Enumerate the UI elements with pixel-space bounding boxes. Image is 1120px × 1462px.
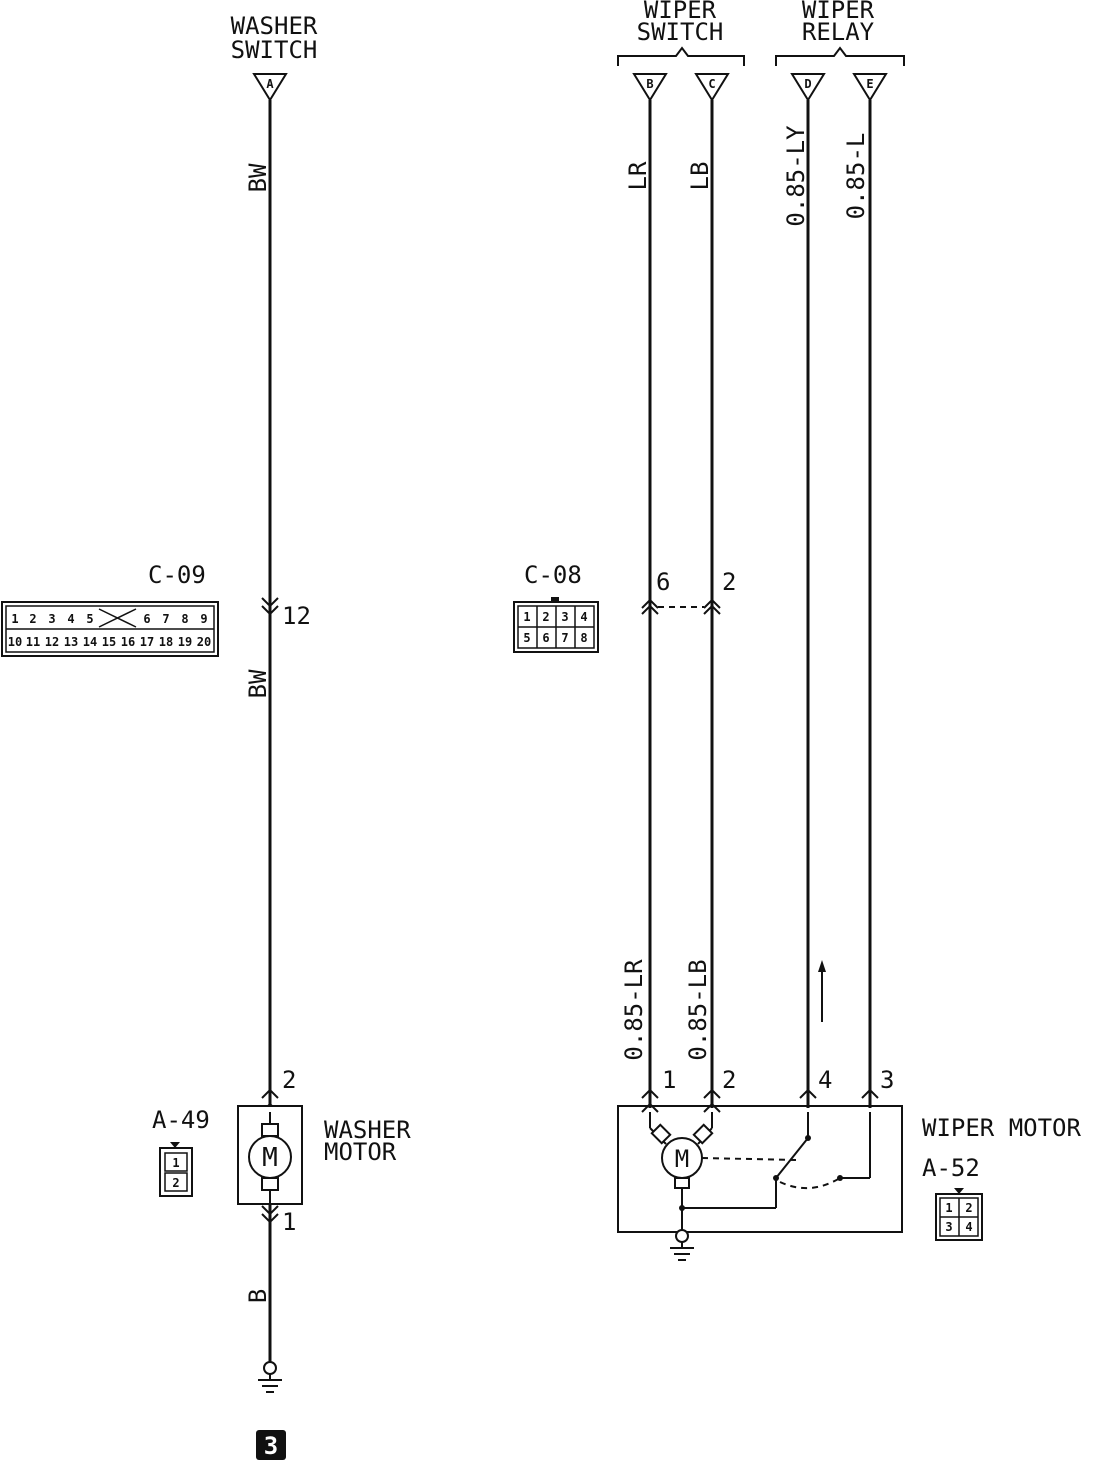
c09-pin: 13 [64,635,78,649]
washer-switch-label-1: WASHER [231,12,318,40]
c08-pin: 1 [523,610,530,624]
c09-pin: 19 [178,635,192,649]
c08-pin: 2 [542,610,549,624]
c09-pin: 3 [48,612,55,626]
c08-connector-face: 1 2 3 4 5 6 7 8 [513,597,599,653]
wiper-switch-bracket [617,46,745,66]
washer-motor-symbol: M [262,1143,278,1173]
terminal-e: E [852,73,888,102]
wire-color-b: B [244,1289,272,1303]
c09-pin: 6 [143,612,150,626]
washer-motor-label-1: WASHER [324,1116,411,1144]
c08-pin: 5 [523,631,530,645]
wiper-motor-label: WIPER MOTOR [922,1114,1081,1142]
wire-color-085-l: 0.85-L [842,133,870,220]
c09-pin: 1 [11,612,18,626]
wiper-relay-label-2: RELAY [802,18,875,46]
a49-pin-1: 1 [282,1208,296,1236]
c08-pin: 4 [580,610,587,624]
c09-connector-face: 1 2 3 4 5 6 7 8 9 10 11 12 13 14 15 16 1… [1,601,219,657]
direction-arrow-icon [818,960,826,1022]
c09-pin-12: 12 [282,602,311,630]
c09-pin: 12 [45,635,59,649]
a52-pin-1: 1 [662,1066,676,1094]
wiper-switch-label-1: WIPER [644,0,717,24]
c09-pin: 18 [159,635,173,649]
c09-pin: 14 [83,635,97,649]
a49-connector-face: 1 2 [159,1142,193,1197]
a52-pin: 3 [945,1220,952,1234]
c08-pin: 3 [561,610,568,624]
a52-label: A-52 [922,1154,980,1182]
terminal-a: A [252,73,288,102]
wire-color-085-lb: 0.85-LB [684,959,712,1060]
wiper-relay-label-1: WIPER [802,0,875,24]
a52-pin: 1 [945,1201,952,1215]
wire-color-bw-lower: BW [244,669,272,698]
c08-pin: 7 [561,631,568,645]
a52-pin-3: 3 [880,1066,894,1094]
terminal-d: D [790,73,826,102]
c08-pin-2: 2 [722,568,736,596]
a49-label: A-49 [152,1106,210,1134]
a49-pin-2: 2 [282,1066,296,1094]
wire-color-bw-upper: BW [244,163,272,192]
washer-switch-header: WASHER SWITCH [231,12,318,64]
c08-label: C-08 [524,561,582,589]
wiper-relay-bracket [775,46,905,66]
page-badge-number: 3 [264,1432,278,1460]
c09-pin: 8 [181,612,188,626]
a52-connector-face: 1 2 3 4 [935,1188,983,1241]
a49-pin: 2 [172,1176,179,1190]
wire-color-lb: LB [686,162,714,191]
c09-connector-mark [261,597,279,616]
terminal-a-letter: A [266,77,274,91]
c09-pin: 11 [26,635,40,649]
wiper-motor-symbol: M [675,1145,689,1173]
c09-pin: 20 [197,635,211,649]
ground-icon [258,1361,282,1393]
wire-color-lr: LR [624,161,652,190]
c09-pin: 15 [102,635,116,649]
a52-pin-2: 2 [722,1066,736,1094]
wiper-motor-box [617,1105,903,1233]
a52-connector-marks [641,1088,879,1113]
c09-pin: 7 [162,612,169,626]
c09-pin: 10 [8,635,22,649]
page-badge: 3 [256,1430,286,1460]
c09-pin: 17 [140,635,154,649]
a52-pin-4: 4 [818,1066,832,1094]
wiper-motor-ground-icon [670,1229,694,1261]
wire-color-085-ly: 0.85-LY [782,125,810,227]
terminal-b: B [632,73,668,102]
terminal-c-letter: C [708,77,715,91]
c09-pin: 9 [200,612,207,626]
washer-motor-label-2: MOTOR [324,1138,397,1166]
c09-pin: 5 [86,612,93,626]
c09-label: C-09 [148,561,206,589]
a49-pin: 1 [172,1156,179,1170]
c08-pin: 6 [542,631,549,645]
c09-pin: 2 [29,612,36,626]
wiper-switch-label-2: SWITCH [637,18,724,46]
c08-pin: 8 [580,631,587,645]
washer-switch-label-2: SWITCH [231,36,318,64]
c09-pin: 4 [67,612,74,626]
c09-pin: 16 [121,635,135,649]
c08-pin-6: 6 [656,568,670,596]
terminal-b-letter: B [646,77,653,91]
terminal-e-letter: E [866,77,873,91]
c08-connector-marks [641,598,721,615]
wire-color-085-lr: 0.85-LR [620,959,648,1061]
terminal-d-letter: D [804,77,811,91]
a52-pin: 2 [965,1201,972,1215]
a52-pin: 4 [965,1220,972,1234]
terminal-c: C [694,73,730,102]
